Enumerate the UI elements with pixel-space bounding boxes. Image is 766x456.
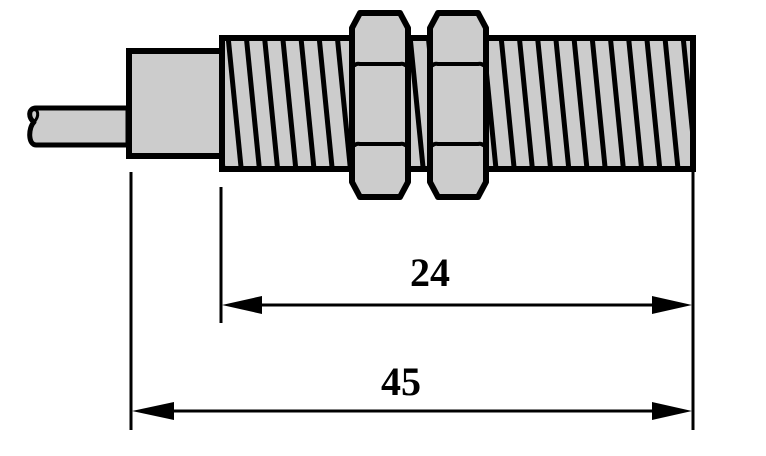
dimension-label-24: 24 (410, 250, 450, 295)
arrowhead-left-45 (132, 402, 174, 420)
thread-line (335, 40, 353, 167)
sensor-collar (126, 48, 225, 159)
thread-line (498, 40, 517, 167)
arrowhead-right-45 (652, 402, 692, 420)
thread-line (316, 40, 335, 167)
thread-line (680, 40, 691, 142)
thread-line (553, 40, 572, 167)
hex-nut-1 (349, 10, 411, 200)
cable-break-mark (32, 108, 40, 124)
thread-line (589, 40, 608, 167)
thread-line (571, 40, 590, 167)
thread-line (244, 40, 262, 167)
thread-line (262, 40, 280, 167)
cable (27, 105, 131, 148)
arrowhead-left-24 (222, 296, 262, 314)
thread-line (517, 40, 535, 167)
thread-line (298, 40, 317, 167)
thread-line (644, 40, 663, 167)
dimension-label-45: 45 (381, 359, 421, 404)
thread-line (535, 40, 553, 167)
thread-line (608, 40, 626, 167)
thread-line (626, 40, 644, 167)
thread-line (280, 40, 299, 167)
thread-line (407, 40, 426, 167)
thread-line (225, 40, 244, 167)
hex-nut-2 (427, 10, 489, 200)
arrowhead-right-24 (652, 296, 692, 314)
thread-line (662, 40, 681, 167)
